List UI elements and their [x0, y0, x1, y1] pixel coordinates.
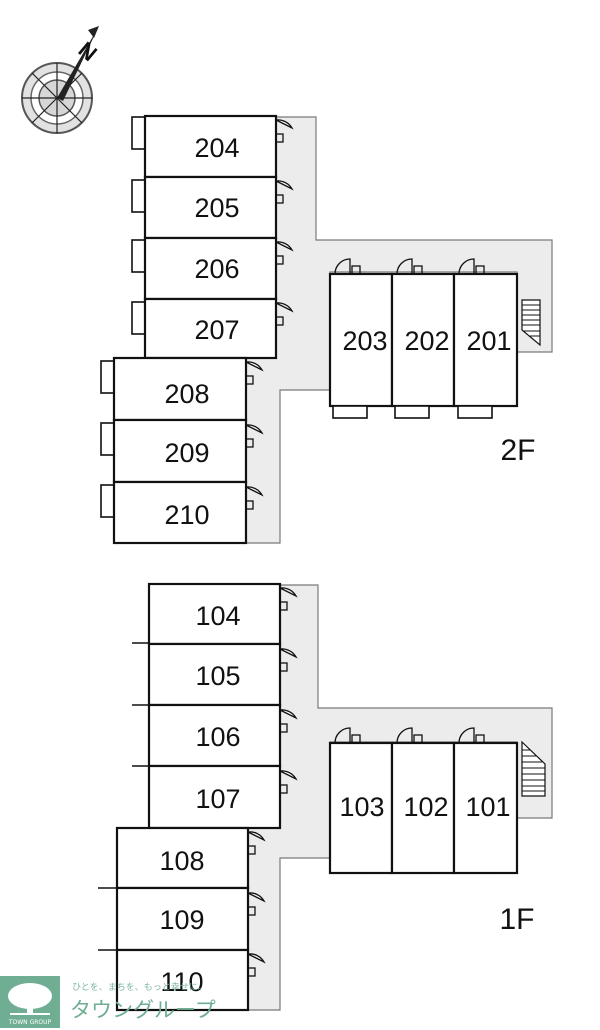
unit-label: 204	[194, 133, 239, 163]
unit-204[interactable]	[143, 114, 278, 179]
balcony	[131, 239, 147, 273]
unit-label: 210	[164, 500, 209, 530]
floor-label-1f: 1F	[499, 903, 534, 936]
unit-label: 208	[164, 379, 209, 409]
unit-label: 206	[194, 254, 239, 284]
door-icon	[334, 258, 485, 275]
logo-tagline: ひとを、まちを、もっと幸せに。	[72, 982, 207, 993]
unit-label: 205	[194, 193, 239, 223]
unit-label: 103	[339, 792, 384, 822]
door-icon	[245, 119, 294, 510]
floor-2f: 204 205 206 207 208 209 210	[100, 114, 553, 545]
floor-1f: 104 105 106 107 108 109 110 103	[98, 582, 553, 1012]
unit-label: 201	[466, 326, 511, 356]
unit-label: 203	[342, 326, 387, 356]
door-icon	[334, 727, 485, 744]
balcony	[394, 405, 430, 419]
balcony	[457, 405, 493, 419]
unit-210[interactable]	[112, 480, 248, 545]
unit-label: 110	[160, 967, 203, 997]
balcony	[131, 116, 147, 150]
floor-label-2f: 2F	[500, 434, 535, 467]
unit-207[interactable]	[143, 297, 278, 360]
tree-icon	[8, 983, 52, 1015]
unit-label: 101	[465, 792, 510, 822]
unit-109[interactable]	[115, 886, 250, 952]
unit-label: 107	[195, 784, 240, 814]
unit-102[interactable]	[390, 741, 456, 875]
balcony	[131, 179, 147, 213]
company-logo: TOWN GROUP ひとを、まちを、もっと幸せに。 タウングループ	[0, 976, 216, 1028]
unit-103[interactable]	[328, 741, 394, 875]
unit-label: 106	[195, 722, 240, 752]
unit-label: 109	[159, 905, 204, 935]
unit-202[interactable]	[390, 272, 456, 408]
unit-206[interactable]	[143, 236, 278, 301]
unit-label: 207	[194, 315, 239, 345]
compass-north-label: N	[74, 37, 102, 66]
unit-108[interactable]	[115, 826, 250, 890]
door-icon	[247, 587, 298, 977]
balcony	[332, 405, 368, 419]
staircase-icon	[521, 299, 541, 347]
unit-label: 202	[404, 326, 449, 356]
unit-209[interactable]	[112, 418, 248, 484]
unit-205[interactable]	[143, 175, 278, 240]
unit-106[interactable]	[147, 703, 282, 768]
unit-label: 104	[195, 601, 240, 631]
logo-name: タウングループ	[70, 998, 216, 1022]
unit-104[interactable]	[147, 582, 282, 646]
unit-label: 108	[159, 846, 204, 876]
balcony	[131, 301, 147, 335]
unit-101[interactable]	[452, 741, 519, 875]
unit-110[interactable]	[115, 948, 250, 1012]
compass-rose-icon: N	[21, 26, 102, 134]
unit-105[interactable]	[147, 642, 282, 707]
staircase-icon	[521, 740, 546, 797]
unit-107[interactable]	[147, 764, 282, 830]
unit-label: 209	[164, 438, 209, 468]
unit-label: 105	[195, 661, 240, 691]
logo-sub-text: TOWN GROUP	[8, 1019, 52, 1026]
unit-201[interactable]	[452, 272, 519, 408]
unit-label: 102	[403, 792, 448, 822]
unit-208[interactable]	[112, 356, 248, 422]
